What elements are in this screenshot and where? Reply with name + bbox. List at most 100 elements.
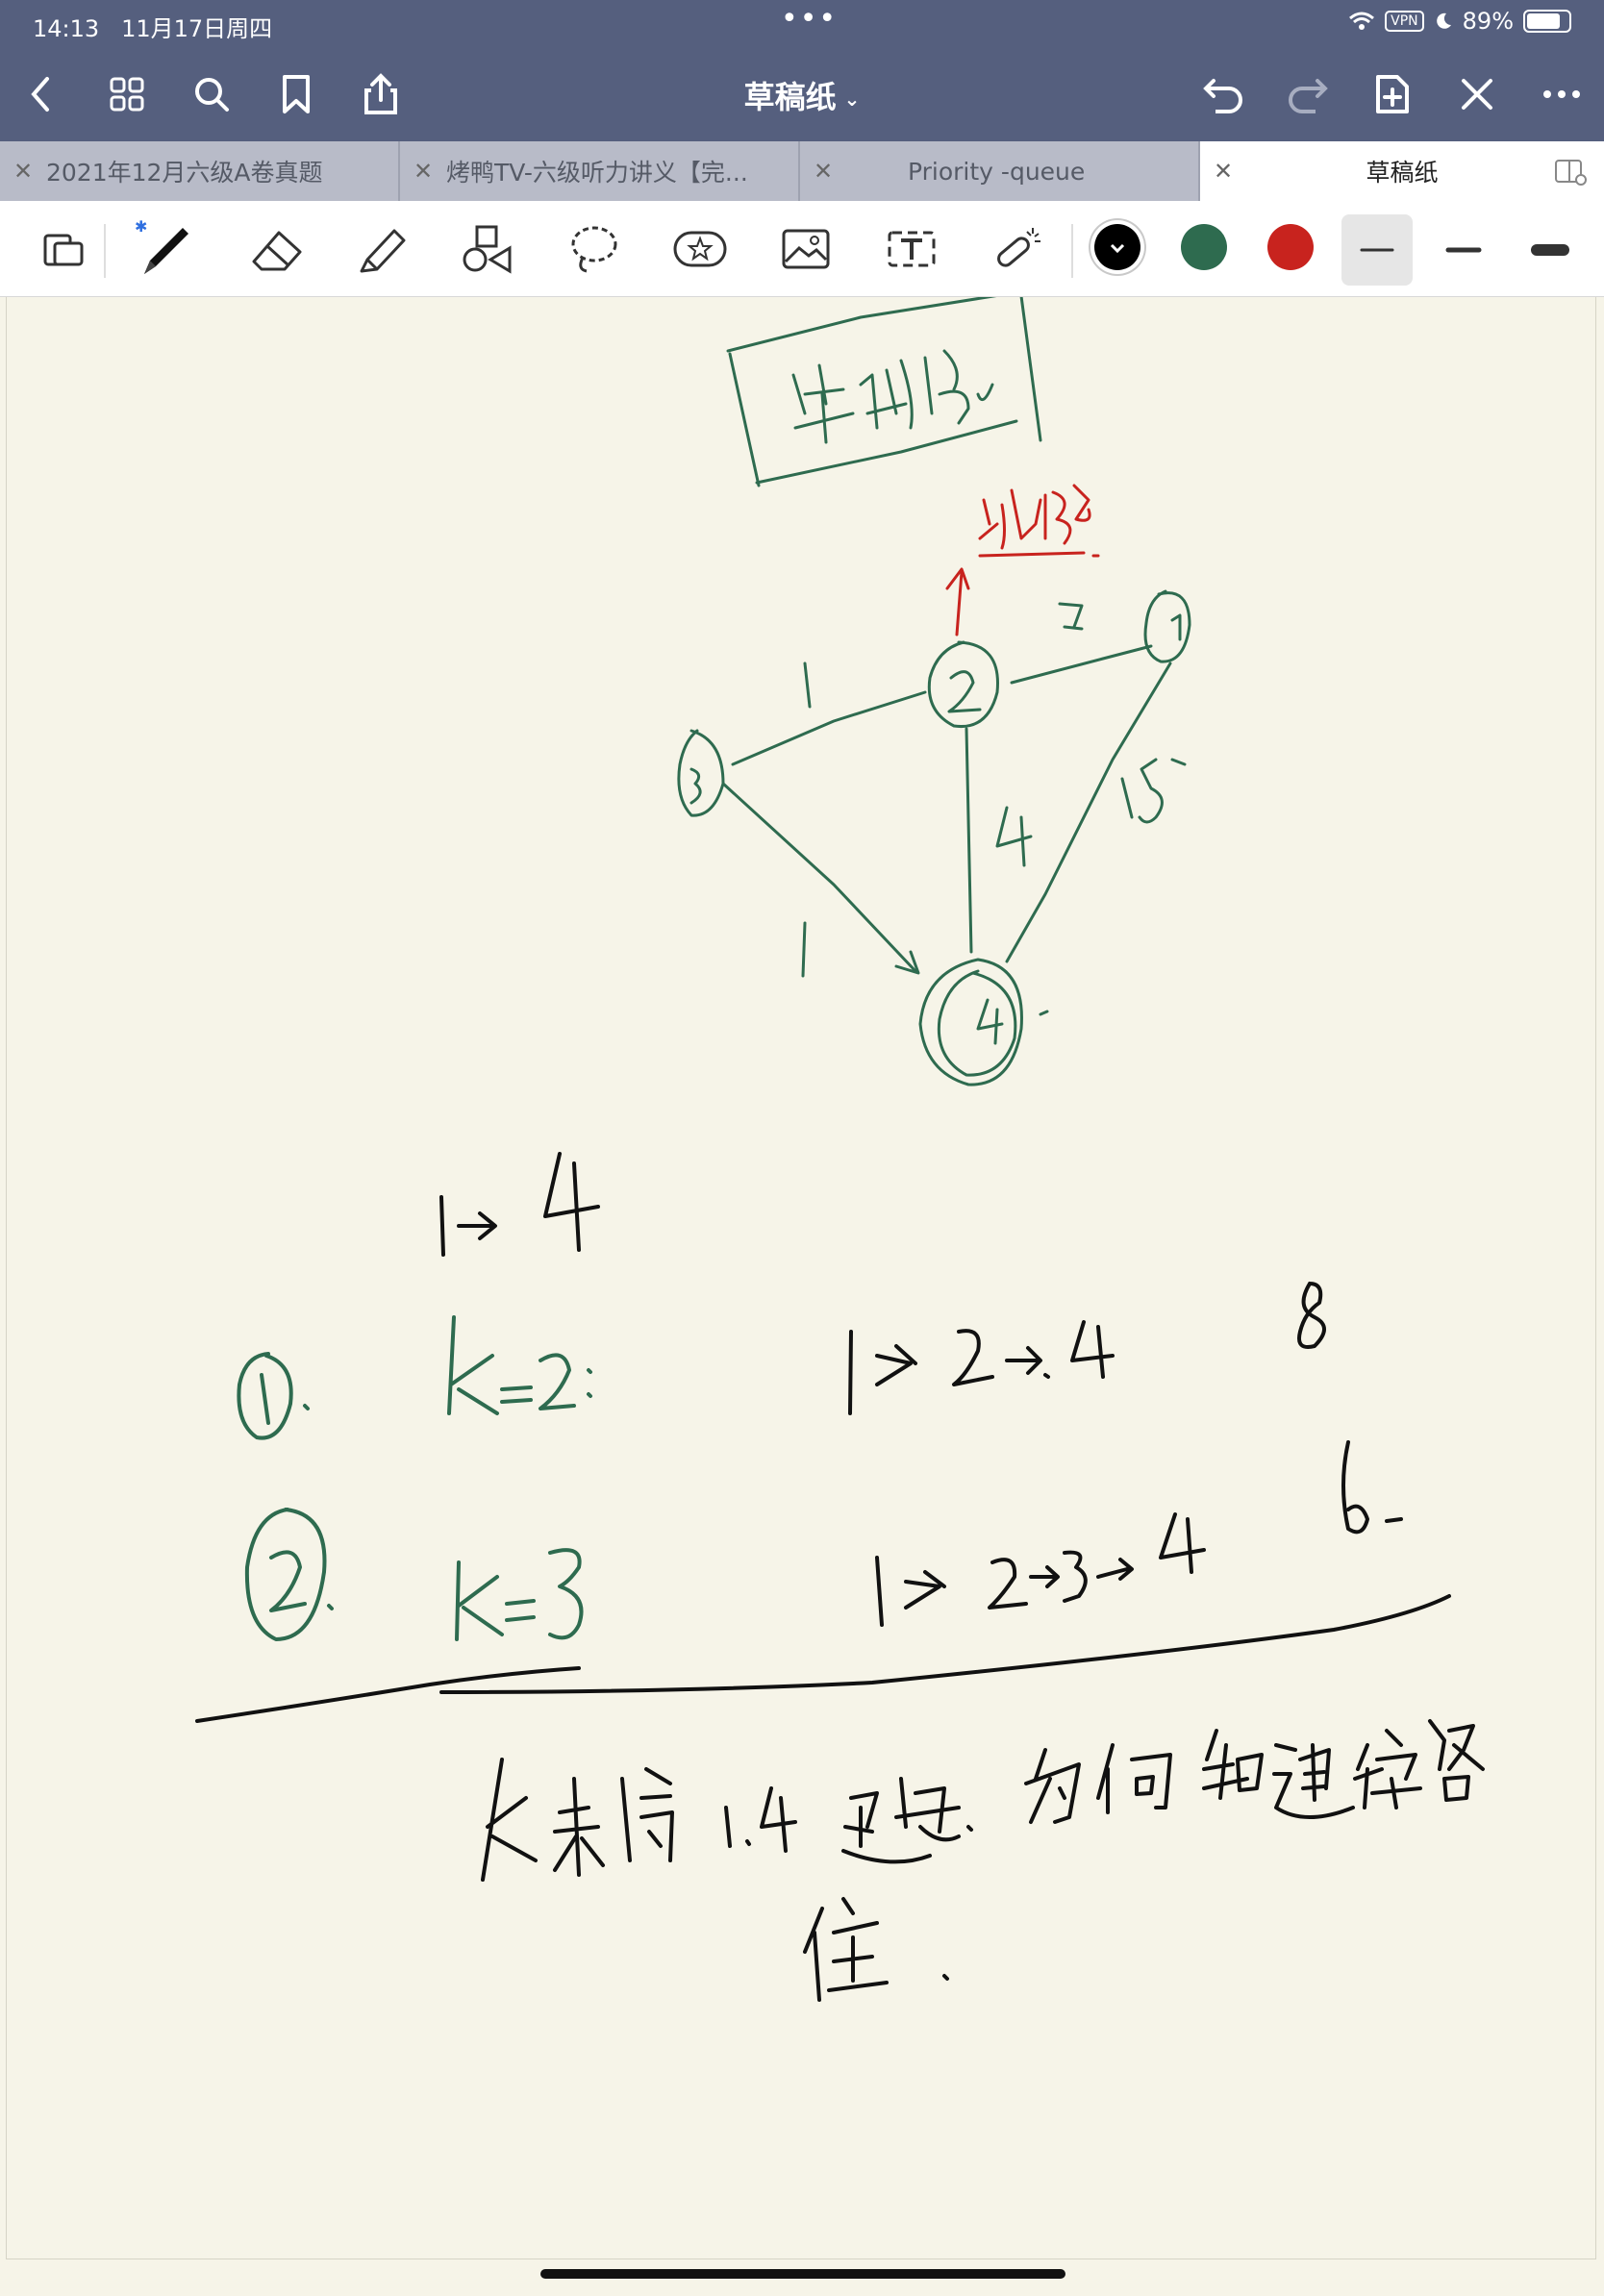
tab-label: 草稿纸 [1366,159,1439,187]
color-swatch-red[interactable] [1267,224,1314,270]
redo-icon [1289,79,1328,113]
handwritten-question [481,1719,1485,2002]
add-page-icon [1376,75,1409,113]
tab-close-icon[interactable]: ✕ [1213,158,1234,185]
share-button[interactable] [356,69,406,119]
shapes-icon [463,225,512,274]
text-tool[interactable] [881,218,942,280]
edge-1-4 [1005,661,1172,963]
weight-label-edge-3-2 [803,661,812,709]
pencil-cross-icon [1462,79,1492,110]
graph-diagram [677,589,1191,1086]
toolbar-divider [104,224,106,278]
svg-text:✱: ✱ [135,218,147,236]
status-date: 11月17日周四 [121,15,273,42]
weight-label-edge-3-4 [801,921,807,978]
vpn-badge: VPN [1385,11,1424,32]
wifi-icon [1349,12,1375,30]
more-icon [1543,90,1580,98]
divider-strokes [195,1594,1451,1723]
tab-close-icon[interactable]: ✕ [413,158,434,185]
home-indicator[interactable] [540,2269,1065,2279]
color-swatch-black[interactable] [1094,224,1140,270]
tab-close-icon[interactable]: ✕ [813,158,834,185]
edge-3-4 [721,782,917,973]
boxed-title-scribble [726,297,1042,487]
tab-label: 烤鸭TV-六级听力讲义【完... [446,159,748,187]
tab-1[interactable]: ✕ 2021年12月六级A卷真题 [0,141,400,201]
node-4-circle [918,958,1023,1086]
edge-3-2 [731,690,927,766]
redo-button[interactable] [1283,69,1333,119]
thickness-thin[interactable] [1341,214,1413,286]
split-view-icon[interactable] [1554,159,1587,186]
highlighter-icon [360,229,406,273]
pen-icon: ✱ [135,218,188,274]
battery-percent: 89% [1462,8,1514,35]
undo-button[interactable] [1198,69,1248,119]
search-button[interactable] [187,69,237,119]
tab-label: 2021年12月六级A卷真题 [46,159,323,187]
battery-icon [1523,10,1571,33]
line-thick-icon [1531,244,1569,256]
drawing-canvas[interactable] [6,297,1596,2259]
close-editing-button[interactable] [1452,69,1502,119]
thickness-medium[interactable] [1428,214,1499,286]
bookmark-button[interactable] [271,69,321,119]
toolbar-divider [1071,224,1073,278]
moon-icon [1436,12,1451,29]
item-1-marker [237,1315,592,1440]
item-2-marker [244,1508,584,1641]
eraser-tool[interactable] [246,218,308,280]
node-3-circle [677,729,725,817]
thickness-thick[interactable] [1515,214,1586,286]
drawing-toolbar: ✱ [0,201,1604,297]
chevron-down-icon [1110,243,1125,254]
handwritten-path-1-2-4 [848,1282,1326,1415]
tab-label: Priority -queue [908,157,1086,186]
tab-4-active[interactable]: ✕ 草稿纸 [1200,141,1604,201]
bookmark-icon [283,75,310,113]
highlighter-tool[interactable] [352,218,414,280]
laser-pointer-icon [997,228,1040,267]
text-box-icon [888,231,936,267]
sticker-tool[interactable] [669,218,731,280]
edge-1-2 [1010,644,1153,685]
status-time: 14:13 [33,15,100,42]
edge-2-4 [965,727,973,954]
red-arrow-note [945,484,1100,636]
top-bar: 14:13 11月17日周四 ••• VPN 89% [0,0,1604,141]
tab-3[interactable]: ✕ Priority -queue [800,141,1200,201]
pen-tool[interactable]: ✱ [135,218,196,280]
chevron-down-icon: ⌄ [843,87,861,111]
share-icon [364,73,397,114]
tab-2[interactable]: ✕ 烤鸭TV-六级听力讲义【完... [400,141,800,201]
shapes-tool[interactable] [458,218,519,280]
image-tool[interactable] [775,218,837,280]
lasso-icon [571,226,617,273]
handwritten-1-to-4 [439,1152,600,1257]
color-swatch-green[interactable] [1181,224,1227,270]
lasso-tool[interactable] [564,218,625,280]
back-button[interactable] [15,69,65,119]
document-title-button[interactable]: 草稿纸⌄ [0,73,1604,117]
status-bar: 14:13 11月17日周四 ••• VPN 89% [0,0,1604,46]
document-tabs: ✕ 2021年12月六级A卷真题 ✕ 烤鸭TV-六级听力讲义【完... ✕ Pr… [0,141,1604,201]
image-icon [782,229,830,269]
multitasking-dots-icon[interactable]: ••• [781,2,839,36]
weight-label-edge-1-4 [1120,758,1187,824]
undo-icon [1203,79,1242,113]
weight-label-edge-2-4 [995,806,1033,867]
laser-pointer-tool[interactable] [987,218,1048,280]
page-layout-tool[interactable] [33,218,94,280]
chevron-left-icon [31,77,49,112]
more-button[interactable] [1537,69,1587,119]
tab-close-icon[interactable]: ✕ [13,158,34,185]
node-2-circle [927,640,999,729]
handwritten-ink [195,297,1485,2002]
add-page-button[interactable] [1367,69,1417,119]
status-indicators: VPN 89% [1348,8,1571,35]
sticker-icon [673,231,727,267]
weight-label-edge-1-2 [1058,602,1084,631]
grid-view-button[interactable] [102,69,152,119]
